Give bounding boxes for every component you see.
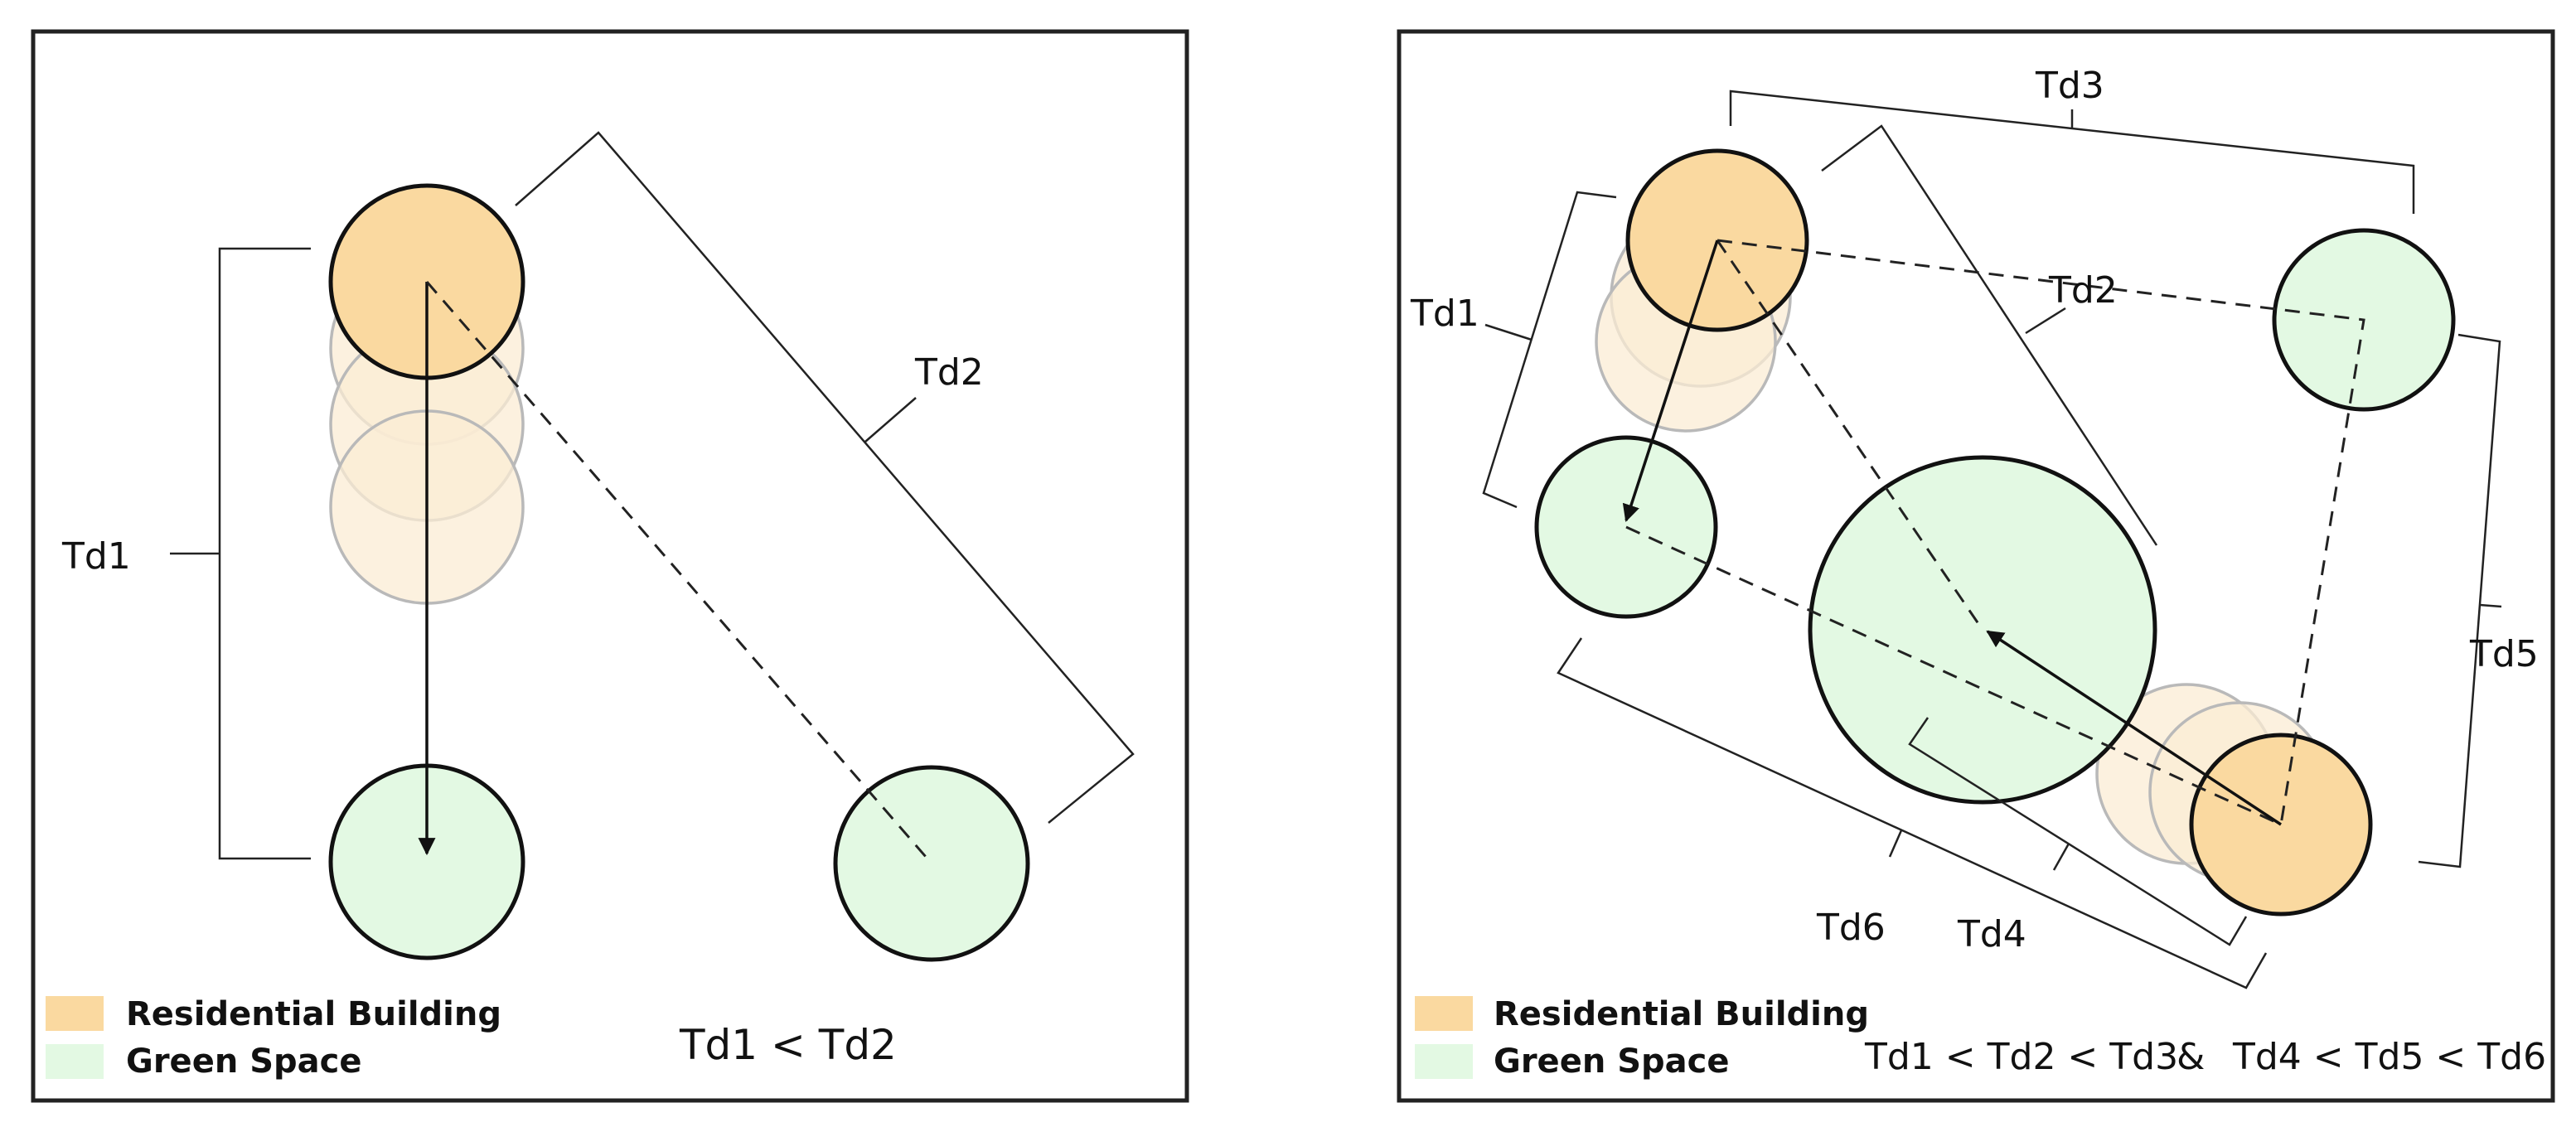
dashed-path xyxy=(1625,525,2282,826)
td4-bracket-tick xyxy=(2052,843,2070,871)
td5-bracket xyxy=(2418,333,2501,868)
legend-label-green-space: Green Space xyxy=(1494,1042,1730,1081)
legend-label-green-space: Green Space xyxy=(126,1042,362,1081)
dashed-path xyxy=(1716,239,1984,631)
left-panel: Td1 Td2 Residential Building Green Space… xyxy=(31,29,1189,1103)
td2-label: Td2 xyxy=(2048,269,2118,312)
td2-bracket xyxy=(1821,124,2158,546)
legend-swatch-green-space xyxy=(46,1044,104,1079)
formula-separator: & xyxy=(2177,1036,2205,1078)
formula-left: Td1 < Td2 < Td3 xyxy=(1864,1036,2178,1078)
td5-bracket-tick xyxy=(2479,603,2502,608)
td3-label: Td3 xyxy=(2035,65,2104,107)
formula: Td1 < Td2 xyxy=(679,1021,897,1069)
dashed-path xyxy=(1717,239,2365,825)
legend-swatch-residential xyxy=(46,996,104,1031)
green-space-circle xyxy=(833,765,1030,962)
td2-bracket-tick xyxy=(2025,307,2066,335)
td6-label: Td6 xyxy=(1816,907,1886,949)
td4-bracket xyxy=(1908,717,2248,946)
legend: Residential Building Green Space xyxy=(46,995,501,1081)
td2-label: Td2 xyxy=(914,351,984,394)
td2-bracket xyxy=(515,131,1135,824)
td1-bracket xyxy=(1482,191,1617,509)
green-space-circle-large xyxy=(1808,455,2157,805)
td5-label: Td5 xyxy=(2469,633,2539,675)
td1-bracket-tick xyxy=(1484,323,1533,341)
legend-swatch-green-space xyxy=(1415,1044,1473,1079)
formula-right: Td4 < Td5 < Td6 xyxy=(2232,1036,2546,1078)
td6-bracket-tick xyxy=(1888,830,1903,858)
legend-swatch-residential xyxy=(1415,996,1473,1031)
travel-arrow xyxy=(1986,630,2282,826)
td2-bracket-tick xyxy=(864,397,917,443)
right-panel: Td1 Td2 Td3 Td4 Td5 Td6 Residential Buil… xyxy=(1397,29,2555,1103)
td1-label: Td1 xyxy=(1410,293,1479,335)
dashed-path xyxy=(425,281,933,864)
td4-label: Td4 xyxy=(1957,913,2026,955)
td3-bracket xyxy=(1729,89,2415,214)
left-panel-frame xyxy=(31,29,1189,1103)
travel-arrow xyxy=(1622,239,1719,522)
td6-bracket xyxy=(1557,637,2268,989)
td1-label: Td1 xyxy=(61,535,131,578)
legend-label-residential: Residential Building xyxy=(126,995,501,1033)
legend-label-residential: Residential Building xyxy=(1494,995,1869,1033)
legend: Residential Building Green Space xyxy=(1415,995,1869,1081)
